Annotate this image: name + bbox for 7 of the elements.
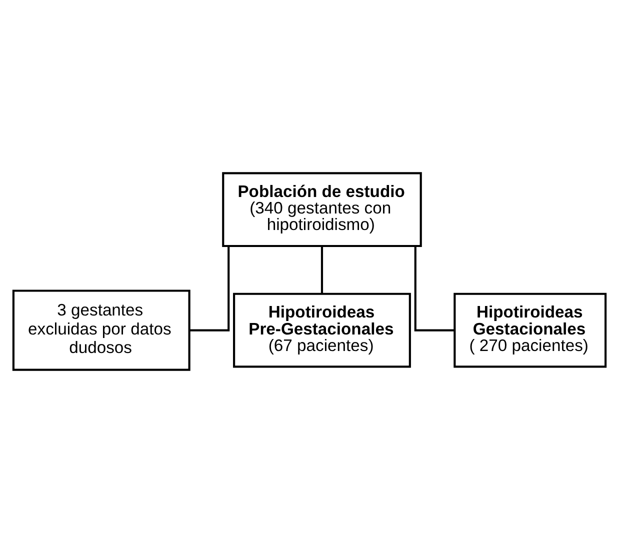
node-box: Hipotiroideas Pre-Gestacionales (67 pacientes) [233, 292, 411, 368]
node-box: 3 gestantes excluidas por datos dudosos [12, 290, 190, 371]
connector [189, 246, 230, 332]
node-box: Población de estudio (340 gestantes con hipotiroidismo) [222, 172, 422, 248]
connector [414, 246, 455, 332]
node-box: Hipotiroideas Gestacionales ( 270 pacientes) [454, 292, 607, 368]
connector [320, 246, 324, 294]
